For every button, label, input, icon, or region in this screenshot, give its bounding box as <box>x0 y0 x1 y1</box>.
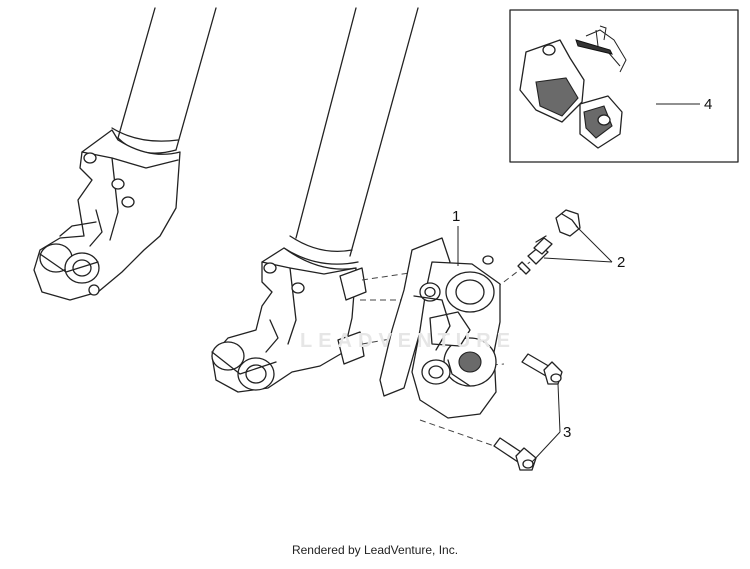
footer-credit: Rendered by LeadVenture, Inc. <box>291 543 459 557</box>
leader-lines <box>457 103 700 463</box>
brake-caliper <box>379 237 501 419</box>
callout-2: 2 <box>617 254 626 271</box>
mounting-bolts <box>493 353 563 471</box>
callout-1: 1 <box>452 208 461 225</box>
bleeder-parts <box>517 209 581 275</box>
left-fork-leg <box>33 7 217 301</box>
watermark: LEADVENTURE <box>300 330 517 352</box>
brake-pad-kit-box <box>509 9 739 163</box>
callout-3: 3 <box>563 424 572 441</box>
right-fork-leg <box>211 7 419 393</box>
callout-4: 4 <box>704 96 713 113</box>
